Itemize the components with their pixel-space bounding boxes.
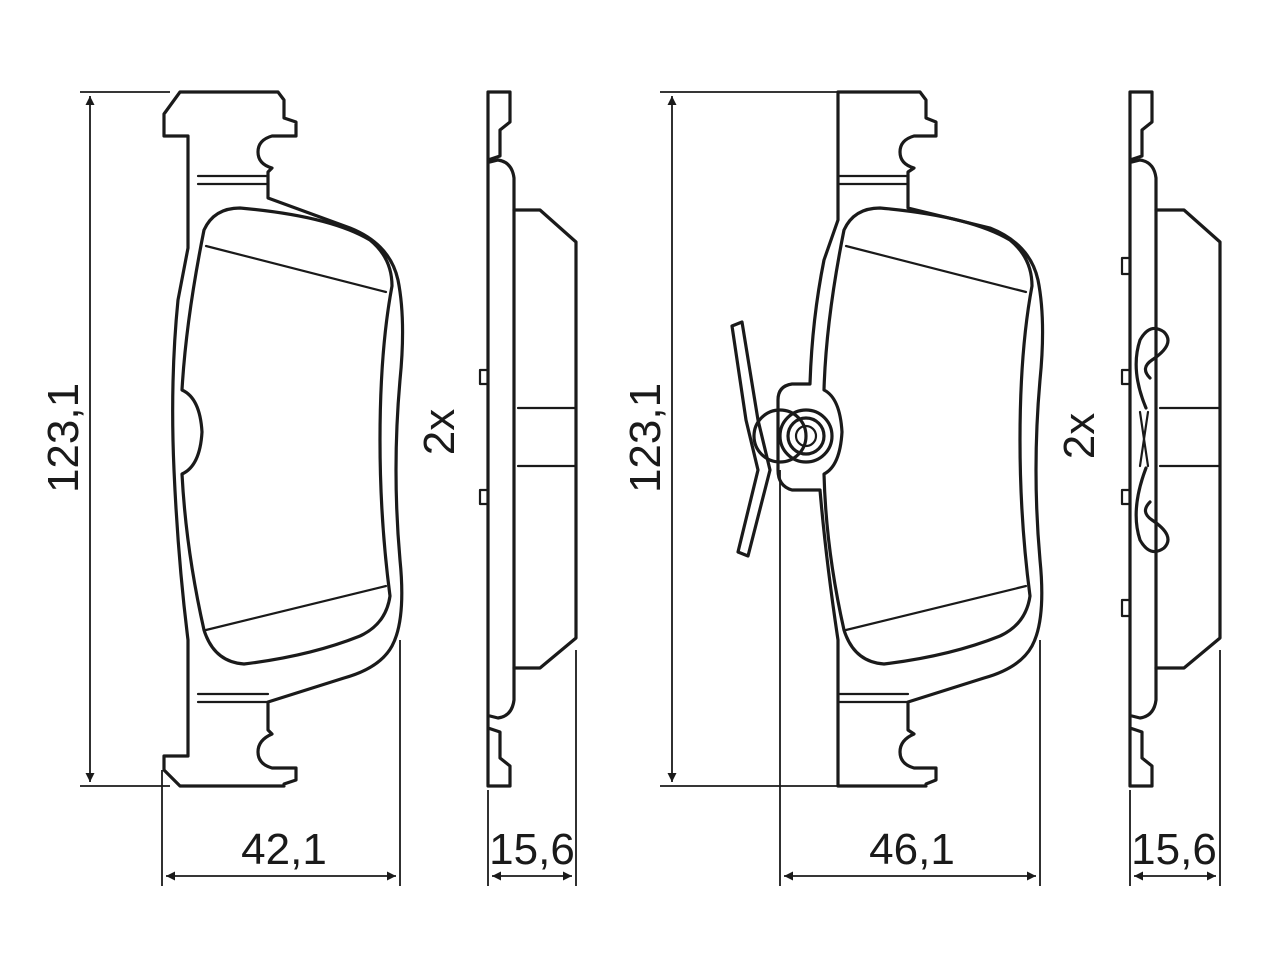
right-pad-side-view — [1120, 90, 1222, 788]
left-pad-width-dimension: 42,1 — [161, 640, 401, 886]
right-pad-backing-plate — [776, 90, 1045, 788]
right-side-quantity-label: 2x — [1055, 413, 1104, 459]
right-pad-front-view — [730, 90, 1045, 788]
left-side-thickness-label: 15,6 — [489, 825, 575, 874]
right-pad-friction-lining — [822, 206, 1034, 666]
left-side-friction-block — [512, 208, 578, 670]
left-side-quantity-label: 2x — [415, 409, 464, 455]
right-side-thickness-dimension: 15,6 — [1129, 650, 1221, 886]
right-pad-height-label: 123,1 — [621, 383, 670, 493]
left-pad-backing-plate — [162, 90, 405, 788]
right-pad-width-label: 46,1 — [869, 825, 955, 874]
right-side-thickness-label: 15,6 — [1131, 825, 1217, 874]
left-pad-front-view — [162, 90, 405, 788]
left-pad-side-view — [478, 90, 578, 788]
left-pad-width-label: 42,1 — [241, 825, 327, 874]
left-pad-friction-lining — [180, 206, 394, 666]
wear-indicator-spring-clip — [730, 320, 834, 558]
right-pad-height-dimension: 123,1 — [621, 91, 840, 787]
right-side-friction-block — [1154, 208, 1222, 670]
right-side-clip — [1134, 326, 1170, 554]
left-pad-height-label: 123,1 — [39, 383, 88, 493]
left-pad-height-dimension: 123,1 — [39, 91, 170, 787]
left-side-thickness-dimension: 15,6 — [487, 650, 577, 886]
right-pad-width-dimension: 46,1 — [779, 470, 1041, 886]
